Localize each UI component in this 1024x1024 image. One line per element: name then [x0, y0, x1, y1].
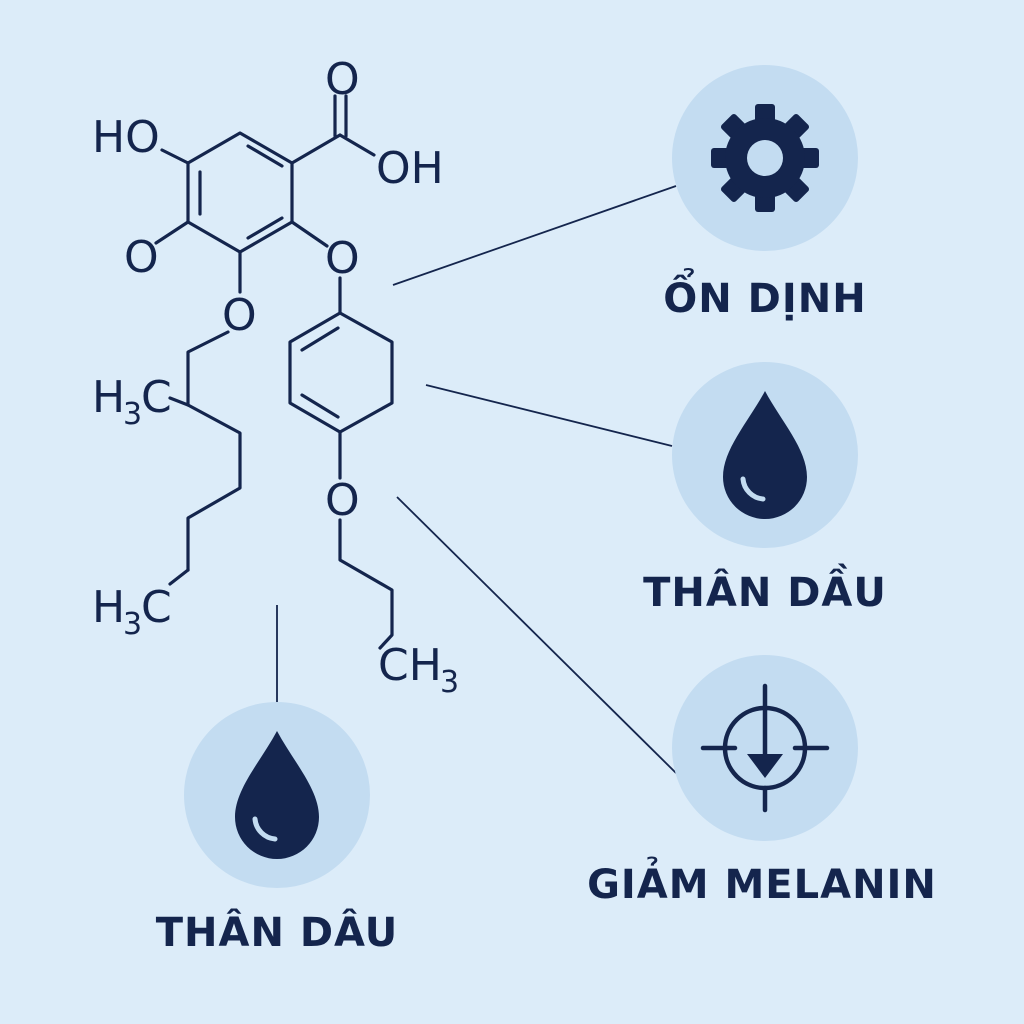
atom-h3c-top-sub: 3: [123, 397, 142, 432]
propyl-chain: [338, 518, 394, 650]
bond-o-left: [154, 220, 190, 245]
pentyl-chain: [186, 330, 242, 572]
atom-o-bridge: O: [325, 233, 360, 284]
badge-melanin: GIẢM MELANIN: [587, 655, 937, 908]
atom-h3c-bottom-h: H: [92, 582, 125, 633]
label-melanin: GIẢM MELANIN: [587, 855, 937, 908]
target-down-arrow-icon: [700, 683, 830, 813]
oil-drop-icon: [723, 391, 807, 519]
bond-o-right: [290, 220, 329, 248]
molecule-structure: [154, 94, 394, 650]
badge-lipophilic-right: THÂN DẦU: [643, 362, 887, 616]
cyclohexadiene-ring: [288, 311, 394, 434]
gear-icon: [711, 104, 819, 212]
ring-double-bond: [300, 326, 340, 352]
ring-double-bond: [246, 144, 284, 168]
connector-melanin: [396, 496, 677, 774]
atom-o-pentyl: O: [222, 290, 257, 341]
atom-ch3-sub: 3: [440, 665, 459, 700]
badge-stability: ỔN DỊNH: [663, 65, 866, 322]
bond-acid-oh: [338, 133, 376, 157]
label-lipophilic-left: THÂN DÂU: [156, 908, 399, 956]
atom-acid-oh: OH: [376, 143, 444, 194]
bond-h3c-top: [168, 396, 190, 407]
atom-h3c-bottom-c: C: [141, 582, 172, 633]
atom-h3c-top-c: C: [141, 372, 172, 423]
connector-lines: [276, 185, 677, 774]
connector-lipophilic-right: [425, 384, 673, 447]
connector-stability: [392, 185, 677, 286]
label-lipophilic-right: THÂN DẦU: [643, 562, 887, 616]
bond-carboxyl: [290, 133, 342, 165]
badge-lipophilic-left: THÂN DÂU: [156, 702, 399, 956]
atom-labels: HO O OH O O O O H 3 C H 3 C CH 3: [92, 54, 459, 700]
atom-h3c-bottom-sub: 3: [123, 607, 142, 642]
oil-drop-icon: [235, 731, 319, 859]
atom-ho: HO: [92, 112, 160, 163]
atom-o-left: O: [124, 232, 159, 283]
atom-carbonyl-o: O: [325, 54, 360, 105]
label-stability: ỔN DỊNH: [663, 267, 866, 322]
ring-double-bond: [246, 216, 284, 240]
atom-h3c-top-h: H: [92, 372, 125, 423]
bond-ho: [160, 148, 190, 165]
atom-ch3-c: CH: [378, 640, 442, 691]
bond-h3c-bottom: [168, 568, 190, 586]
aromatic-ring: [186, 131, 294, 254]
atom-o-lower: O: [325, 475, 360, 526]
ring-double-bond: [300, 393, 340, 419]
